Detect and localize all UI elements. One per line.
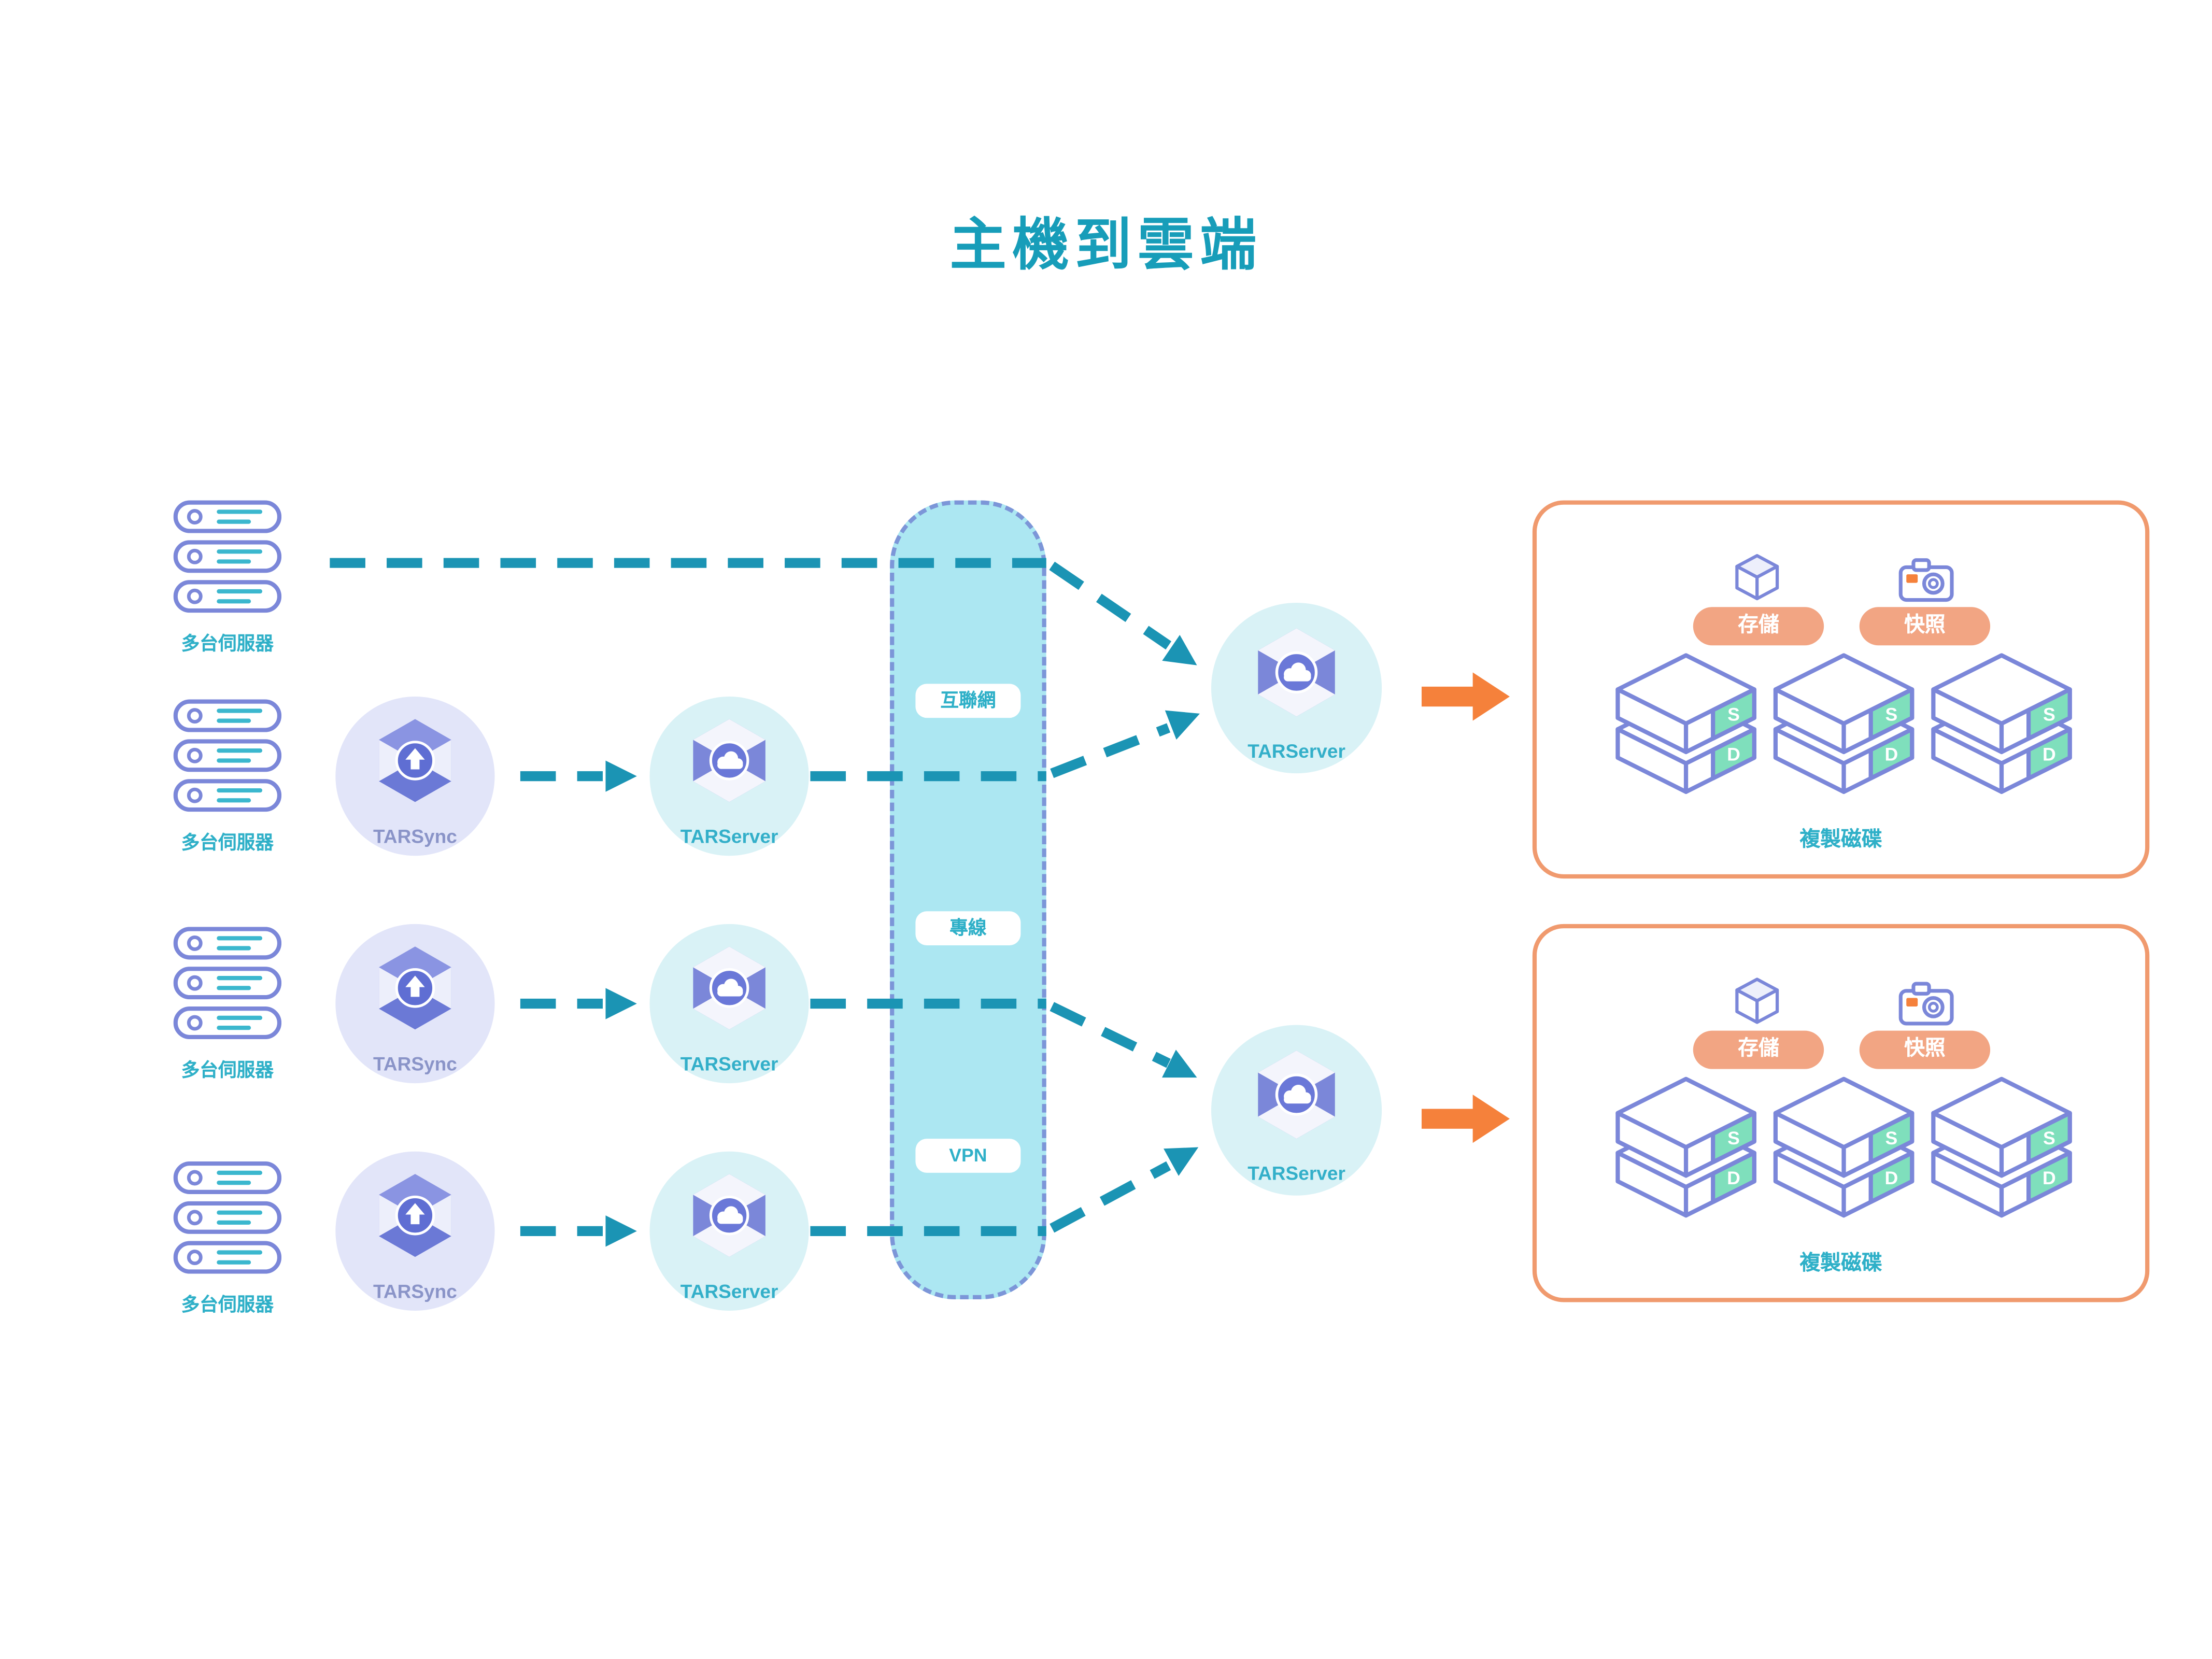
dashed-diagonal-to-cloud1-upper — [1049, 561, 1172, 650]
disk-letter-top: S — [1727, 1128, 1740, 1148]
replica-panel-2: 存儲 快照 S D S D S D 複製磁碟 — [1532, 924, 2150, 1302]
flow-arrow-icon-2 — [1421, 1095, 1510, 1143]
tarserver-node-2: TARServer — [649, 924, 809, 1084]
tarsync-node-1: TARSync — [335, 697, 495, 856]
disk-letter-top: S — [2043, 704, 2055, 725]
storage-badge: 存儲 — [1693, 1030, 1824, 1069]
server-rack-icon — [174, 700, 281, 732]
network-band — [890, 500, 1046, 1300]
snapshot-badge: 快照 — [1859, 1030, 1991, 1069]
tarserver-node-3: TARServer — [649, 1151, 809, 1311]
sync-hexagon-icon — [371, 1171, 459, 1259]
server-rack-icon — [174, 739, 281, 772]
disk-letter-bottom: D — [1885, 1168, 1898, 1188]
server-rack-icon — [174, 1241, 281, 1274]
server-rack-icon — [174, 1161, 281, 1194]
server-rack-icon — [174, 779, 281, 812]
tarserver-label: TARServer — [680, 1281, 778, 1302]
camera-icon — [1898, 980, 1955, 1028]
server-group-label: 多台伺服器 — [181, 831, 274, 853]
panel-caption: 複製磁碟 — [1799, 1252, 1882, 1275]
disk-letter-bottom: D — [2043, 744, 2056, 764]
disk-stack-icon: S D — [1923, 653, 2080, 795]
tarserver-label: TARServer — [680, 826, 778, 847]
cloud-tarserver-node-1: TARServer — [1211, 602, 1382, 774]
disk-letter-bottom: D — [1885, 744, 1898, 764]
flow-arrow-icon-1 — [1421, 672, 1510, 721]
snapshot-badge: 快照 — [1859, 607, 1991, 646]
server-stack-3: 多台伺服器 — [174, 927, 281, 1082]
server-stack-1: 多台伺服器 — [174, 501, 281, 656]
server-rack-icon — [174, 1006, 281, 1039]
panel-caption: 複製磁碟 — [1799, 829, 1882, 852]
disk-stack-icon: S D — [1608, 1076, 1764, 1218]
server-stack-2: 多台伺服器 — [174, 700, 281, 855]
replica-panel-1: 存儲 快照 S D S D S D 複製磁碟 — [1532, 500, 2150, 879]
server-rack-icon — [174, 540, 281, 573]
server-hexagon-cloud-icon — [1250, 626, 1343, 719]
band-label-leased-line: 專線 — [915, 911, 1021, 946]
server-rack-icon — [174, 501, 281, 533]
tarserver-label: TARServer — [1247, 1162, 1345, 1184]
tarsync-node-3: TARSync — [335, 1151, 495, 1311]
tarsync-label: TARSync — [373, 1053, 457, 1075]
tarsync-label: TARSync — [373, 1281, 457, 1302]
server-hexagon-cloud-icon — [1250, 1048, 1343, 1142]
disk-stack-icon: S D — [1923, 1076, 2080, 1218]
server-rack-icon — [174, 1201, 281, 1234]
server-stack-4: 多台伺服器 — [174, 1161, 281, 1316]
tarsync-node-2: TARSync — [335, 924, 495, 1084]
disk-stack-icon: S D — [1766, 1076, 1922, 1218]
cube-icon — [1733, 976, 1781, 1025]
server-hexagon-cloud-icon — [685, 716, 773, 804]
dashed-diagonal-to-cloud2-lower — [1050, 1161, 1171, 1233]
tarserver-label: TARServer — [1247, 741, 1345, 762]
server-rack-icon — [174, 580, 281, 613]
disk-letter-bottom: D — [1727, 1168, 1740, 1188]
disk-letter-top: S — [1885, 704, 1898, 725]
sync-hexagon-icon — [371, 716, 459, 804]
disk-letter-top: S — [1885, 1128, 1898, 1148]
tarsync-label: TARSync — [373, 826, 457, 847]
disk-letter-bottom: D — [2043, 1168, 2056, 1188]
server-rack-icon — [174, 967, 281, 999]
tarserver-node-1: TARServer — [649, 697, 809, 856]
server-rack-icon — [174, 927, 281, 959]
band-label-vpn: VPN — [915, 1139, 1021, 1173]
storage-badge: 存儲 — [1693, 607, 1824, 646]
disk-letter-bottom: D — [1727, 744, 1740, 764]
server-group-label: 多台伺服器 — [181, 632, 274, 654]
cube-icon — [1733, 553, 1781, 601]
server-hexagon-cloud-icon — [685, 1171, 773, 1259]
disk-stack-icon: S D — [1608, 653, 1764, 795]
disk-letter-top: S — [2043, 1128, 2055, 1148]
diagram-title: 主機到雲端 — [949, 215, 1263, 277]
dashed-diagonal-to-cloud2-upper — [1050, 1002, 1171, 1068]
server-hexagon-cloud-icon — [685, 944, 773, 1032]
sync-hexagon-icon — [371, 944, 459, 1032]
server-group-label: 多台伺服器 — [181, 1059, 274, 1081]
disk-stack-icon: S D — [1766, 653, 1922, 795]
dashed-diagonal-to-cloud1-lower — [1050, 723, 1171, 778]
band-label-internet: 互聯網 — [915, 684, 1021, 718]
server-group-label: 多台伺服器 — [181, 1294, 274, 1315]
cloud-tarserver-node-2: TARServer — [1211, 1025, 1382, 1196]
camera-icon — [1898, 556, 1955, 604]
disk-letter-top: S — [1727, 704, 1740, 725]
tarserver-label: TARServer — [680, 1053, 778, 1075]
